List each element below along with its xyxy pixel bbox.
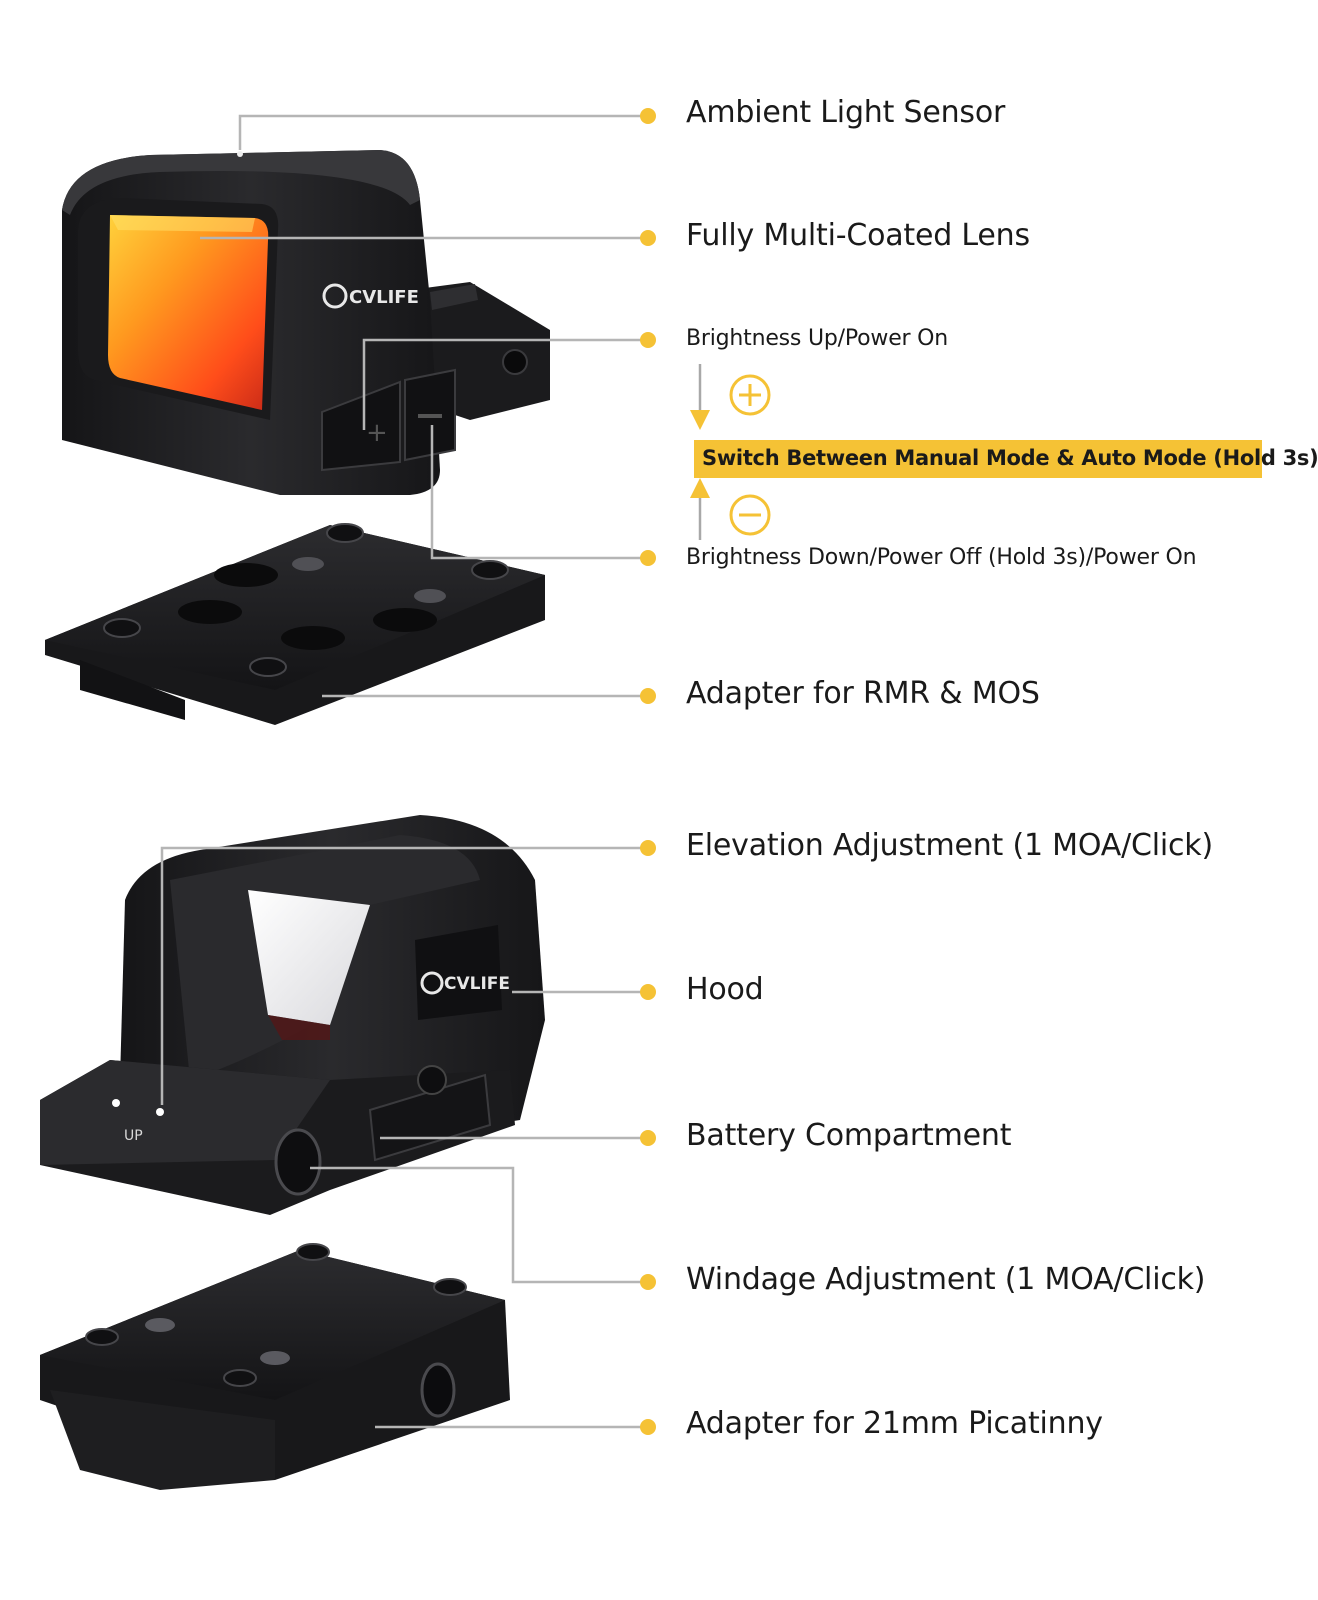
rmr-mos-adapter-plate [45, 523, 545, 725]
brand-logo-top: CVLIFE [349, 287, 419, 308]
leader-lines [160, 114, 645, 1429]
label-lens: Fully Multi-Coated Lens [686, 218, 1030, 253]
label-windage-adjustment: Windage Adjustment (1 MOA/Click) [686, 1262, 1206, 1297]
up-marking: UP [124, 1128, 143, 1144]
top-sight: + CVLIFE [62, 150, 550, 495]
label-brightness-down: Brightness Down/Power Off (Hold 3s)/Powe… [686, 545, 1197, 570]
callout-dots [640, 108, 656, 1435]
mode-arrows [690, 364, 710, 540]
label-battery-compartment: Battery Compartment [686, 1118, 1012, 1153]
bottom-sight: UP CVLIFE [40, 815, 545, 1215]
label-brightness-up: Brightness Up/Power On [686, 326, 949, 351]
minus-circle-icon [729, 494, 771, 536]
label-adapter-rmr-mos: Adapter for RMR & MOS [686, 676, 1040, 711]
svg-text:+: + [366, 418, 388, 448]
brand-logo-bottom: CVLIFE [444, 974, 510, 994]
label-elevation-adjustment: Elevation Adjustment (1 MOA/Click) [686, 828, 1213, 863]
plus-circle-icon [729, 374, 771, 416]
label-ambient-light-sensor: Ambient Light Sensor [686, 95, 1006, 130]
label-mode-switch: Switch Between Manual Mode & Auto Mode (… [702, 446, 1318, 470]
picatinny-adapter [40, 1243, 510, 1490]
label-hood: Hood [686, 972, 764, 1007]
label-adapter-picatinny: Adapter for 21mm Picatinny [686, 1406, 1103, 1441]
mode-switch-highlight [694, 440, 1262, 478]
